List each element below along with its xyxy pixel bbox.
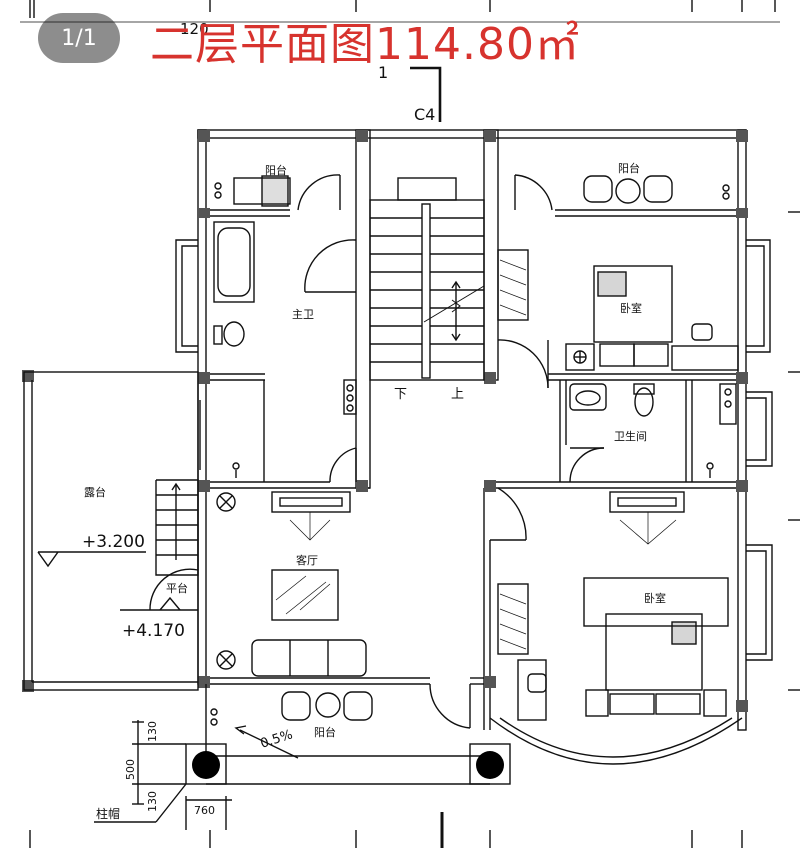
window-code: C4 [414, 105, 435, 124]
elevation-terrace: +3.200 [82, 532, 145, 552]
room-balcony-top-right: 阳台 [618, 161, 640, 175]
dim-130-bottom: 130 [146, 791, 159, 812]
stair-down-label: 下 [394, 387, 407, 402]
room-bedroom-lower: 卧室 [644, 591, 666, 605]
room-landing: 平台 [166, 581, 188, 595]
page-counter[interactable]: 1/1 [38, 13, 120, 63]
room-bedroom-upper: 卧室 [620, 301, 642, 315]
room-terrace: 露台 [84, 485, 106, 499]
columns [192, 751, 504, 779]
room-balcony-top-left: 阳台 [265, 163, 287, 177]
plan-title: 二层平面图114.80㎡ [150, 19, 580, 70]
stair-up-label: 上 [451, 387, 464, 402]
dim-130-top: 130 [146, 721, 159, 742]
elevation-landing: +4.170 [122, 621, 185, 641]
column-cap-label: 柱帽 [96, 806, 120, 821]
dim-top: 120 [180, 20, 209, 38]
room-bathroom: 卫生间 [614, 429, 647, 443]
room-master-bath: 主卫 [292, 308, 314, 321]
room-living-room: 客厅 [296, 553, 318, 567]
section-mark: 1 [378, 63, 388, 82]
dim-760: 760 [194, 804, 215, 817]
dim-500: 500 [124, 759, 137, 780]
plan-linework [20, 0, 800, 848]
room-balcony-bottom: 阳台 [314, 725, 336, 739]
